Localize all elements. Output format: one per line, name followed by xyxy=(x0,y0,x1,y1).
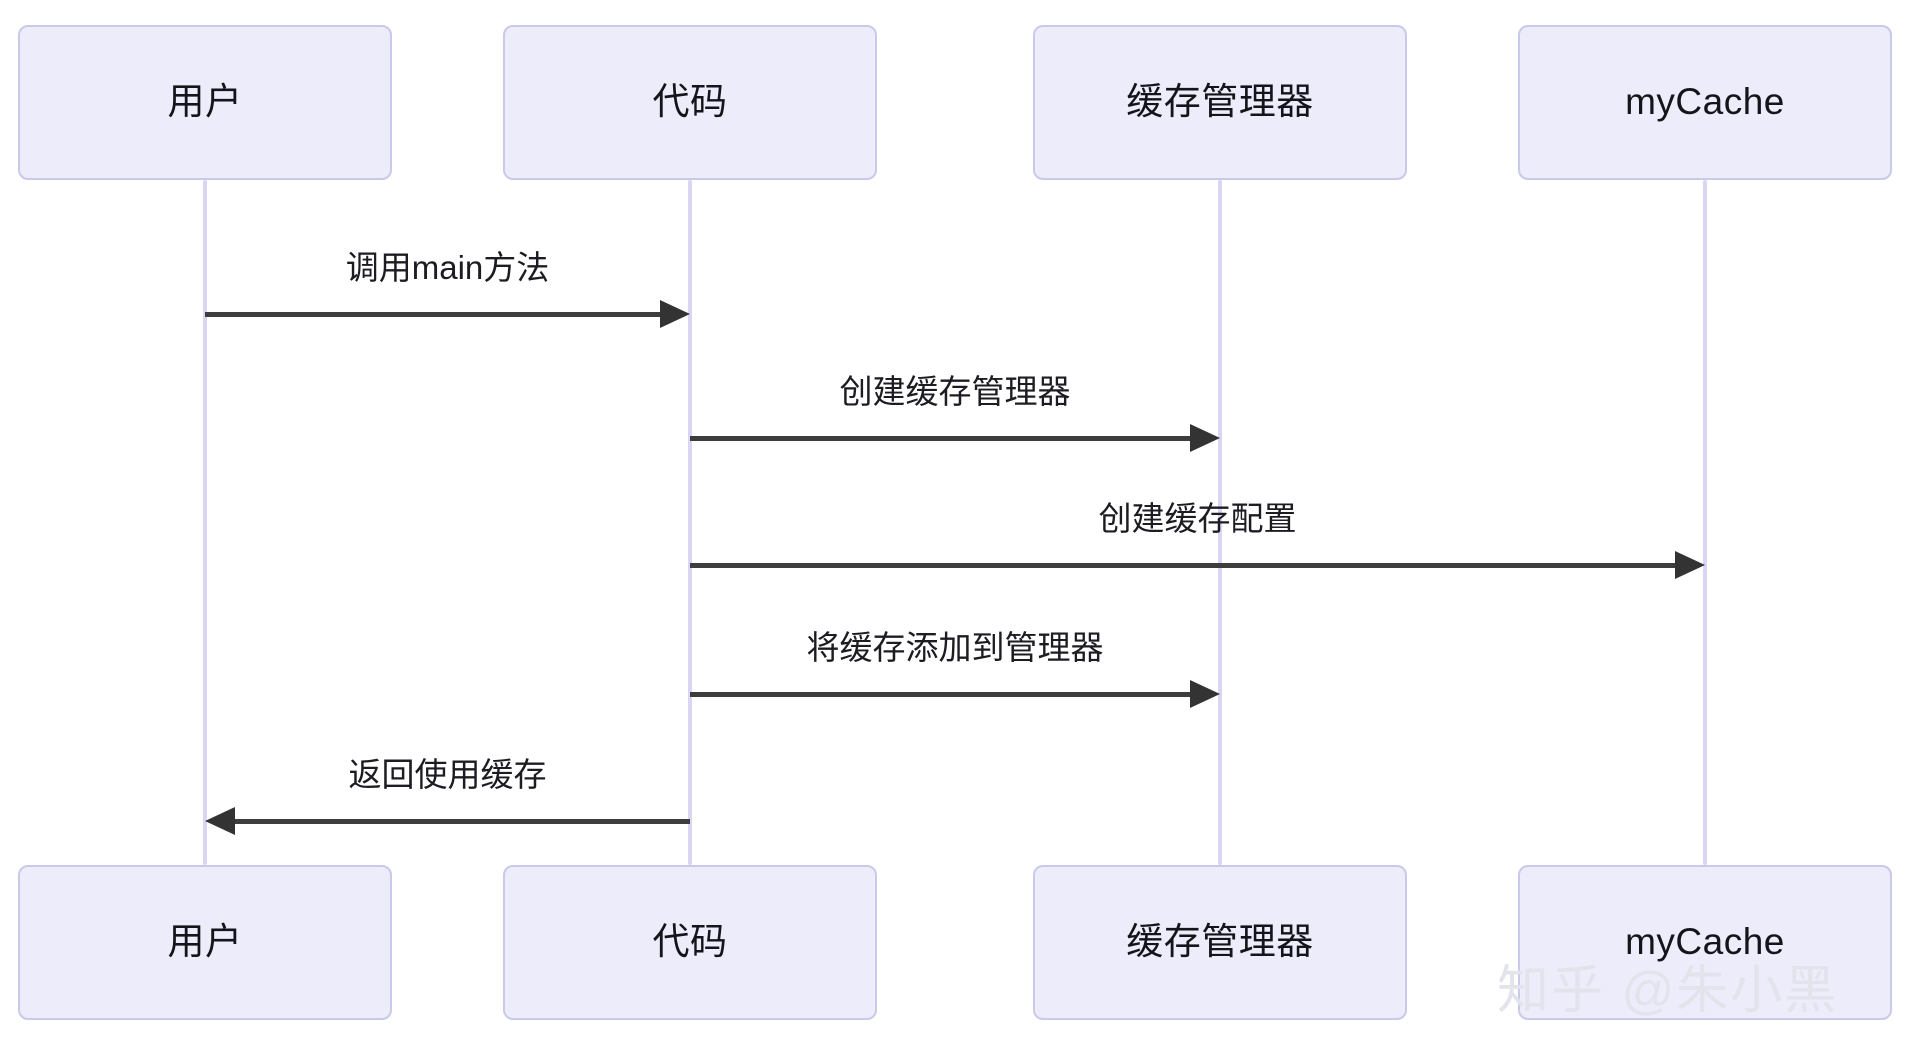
participant-label-mycache: myCache xyxy=(1625,81,1785,123)
participant-label-user: 用户 xyxy=(167,921,243,963)
participant-label-code: 代码 xyxy=(652,81,728,123)
arrowhead-1 xyxy=(660,300,690,328)
message-line-1 xyxy=(205,312,660,317)
participant-box-user-bottom[interactable]: 用户 xyxy=(18,865,392,1020)
participant-box-user-top[interactable]: 用户 xyxy=(18,25,392,180)
lifeline-mycache xyxy=(1703,180,1707,865)
message-label-2: 创建缓存管理器 xyxy=(839,373,1071,410)
arrowhead-3 xyxy=(1675,551,1705,579)
message-line-5 xyxy=(235,819,690,824)
message-line-3 xyxy=(690,563,1675,568)
participant-box-mycache-bottom[interactable]: myCache xyxy=(1518,865,1892,1020)
lifeline-code xyxy=(688,180,692,865)
message-label-5: 返回使用缓存 xyxy=(348,756,547,793)
message-label-4: 将缓存添加到管理器 xyxy=(806,629,1104,666)
participant-box-manager-top[interactable]: 缓存管理器 xyxy=(1033,25,1407,180)
participant-box-mycache-top[interactable]: myCache xyxy=(1518,25,1892,180)
message-line-4 xyxy=(690,692,1190,697)
arrowhead-2 xyxy=(1190,424,1220,452)
watermark: 知乎 @朱小黑 xyxy=(1497,962,1839,1020)
participant-label-manager: 缓存管理器 xyxy=(1126,921,1314,963)
participant-box-code-bottom[interactable]: 代码 xyxy=(503,865,877,1020)
message-label-3: 创建缓存配置 xyxy=(1098,500,1297,537)
arrowhead-5 xyxy=(205,807,235,835)
lifeline-user xyxy=(203,180,207,865)
participant-label-code: 代码 xyxy=(652,921,728,963)
participant-box-manager-bottom[interactable]: 缓存管理器 xyxy=(1033,865,1407,1020)
participant-label-user: 用户 xyxy=(167,81,243,123)
message-label-1: 调用main方法 xyxy=(345,249,550,286)
participant-box-code-top[interactable]: 代码 xyxy=(503,25,877,180)
lifeline-manager xyxy=(1218,180,1222,865)
arrowhead-4 xyxy=(1190,680,1220,708)
message-line-2 xyxy=(690,436,1190,441)
participant-label-manager: 缓存管理器 xyxy=(1126,81,1314,123)
